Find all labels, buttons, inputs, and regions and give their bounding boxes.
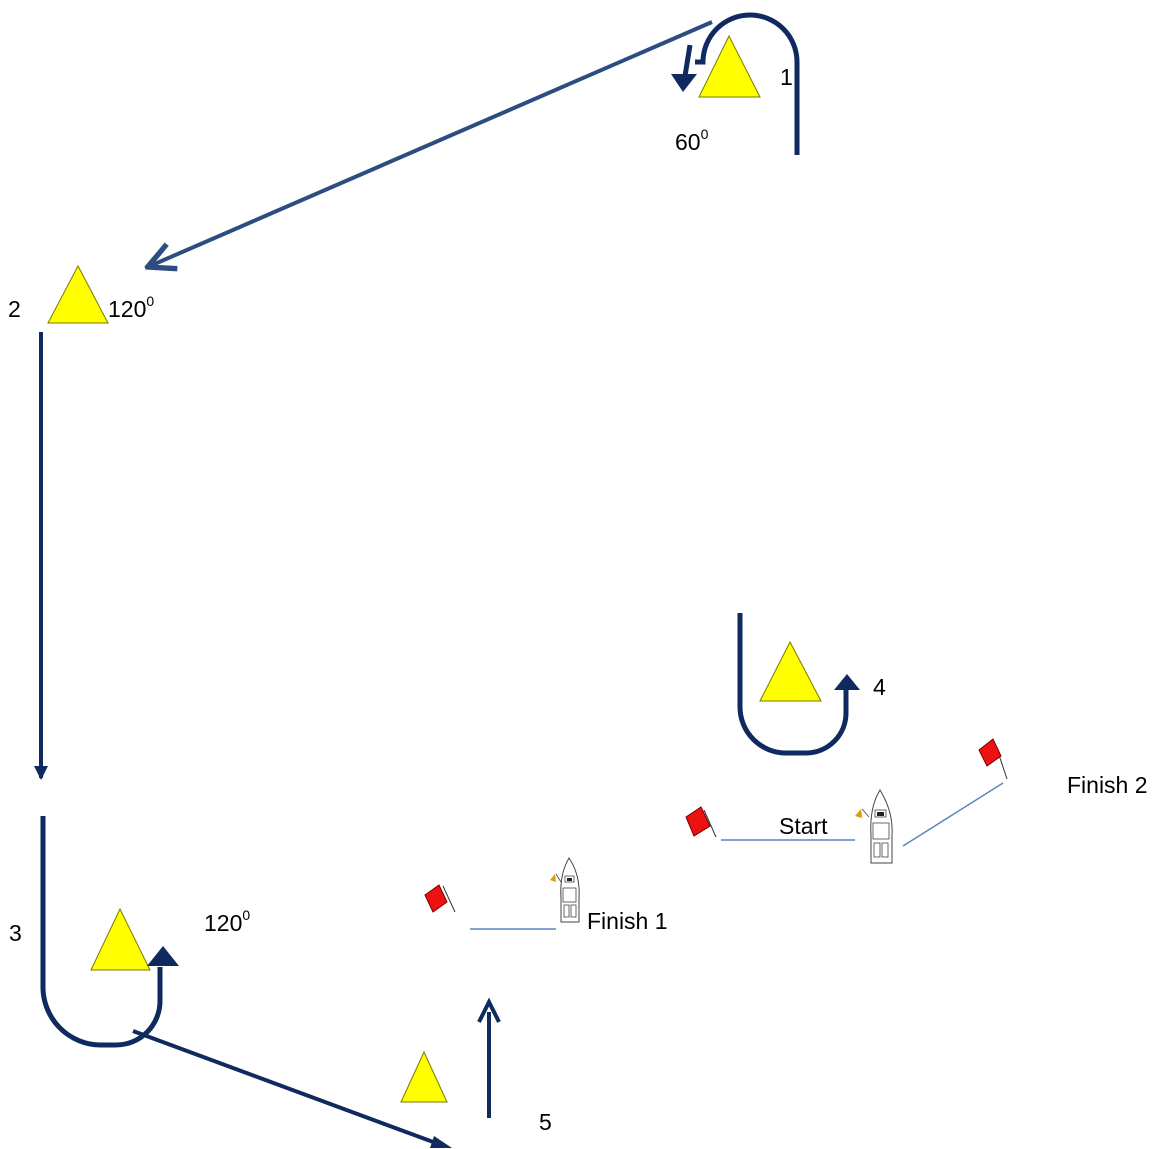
finish-1-flag-icon: [424, 884, 456, 913]
mark-3-label: 3: [9, 920, 22, 946]
mark-1-arrow-stem: [682, 44, 693, 77]
mark-3-buoy-icon: [90, 907, 151, 971]
mark-3-arrowhead-icon: [147, 946, 179, 966]
start-boat-icon: [855, 789, 893, 864]
mark-3-rounding-arrow: [40, 816, 163, 1048]
mark-4-rounding-arrow: [737, 613, 849, 756]
mark-2-angle-value: 120: [108, 296, 147, 322]
mark-4-label: 4: [873, 674, 886, 700]
leg-2-to-3-arrowhead-icon: [34, 766, 48, 780]
leg-3-to-5-arrow: [132, 1029, 445, 1148]
start-line-label: Start: [779, 813, 828, 839]
finish-1-boat-icon: [550, 857, 580, 923]
finish-2-line: [902, 782, 1004, 847]
mark-5-buoy-icon: [400, 1050, 448, 1103]
mark-3-angle-value: 120: [204, 910, 243, 936]
finish-2-label: Finish 2: [1067, 772, 1148, 798]
leg-5-arrowhead-icon: [477, 997, 501, 1023]
start-flag-icon: [685, 806, 717, 838]
mark-1-rounding-arrow: [695, 12, 800, 155]
finish-1-label: Finish 1: [587, 908, 668, 934]
mark-1-angle-superscript: 0: [700, 126, 709, 142]
mark-5-label: 5: [539, 1109, 552, 1135]
leg-1-to-2-arrow: [150, 20, 713, 266]
mark-1-arrowhead-icon: [671, 74, 697, 92]
mark-4-arrowhead-icon: [834, 674, 860, 690]
mark-2-buoy-icon: [47, 264, 109, 324]
mark-3-angle-superscript: 0: [242, 907, 251, 923]
mark-1-angle-value: 60: [675, 129, 701, 155]
mark-1-buoy-icon: [698, 34, 761, 98]
leg-3-to-5-arrowhead-icon: [430, 1136, 452, 1148]
mark-2-label: 2: [8, 296, 21, 322]
mark-2-angle-label: 1200: [108, 294, 154, 322]
mark-1-label: 1: [780, 64, 793, 90]
mark-1-angle-label: 600: [675, 127, 708, 155]
finish-2-flag-icon: [978, 738, 1008, 780]
mark-3-angle-label: 1200: [204, 908, 250, 936]
mark-2-angle-superscript: 0: [146, 293, 155, 309]
mark-4-buoy-icon: [759, 640, 822, 702]
